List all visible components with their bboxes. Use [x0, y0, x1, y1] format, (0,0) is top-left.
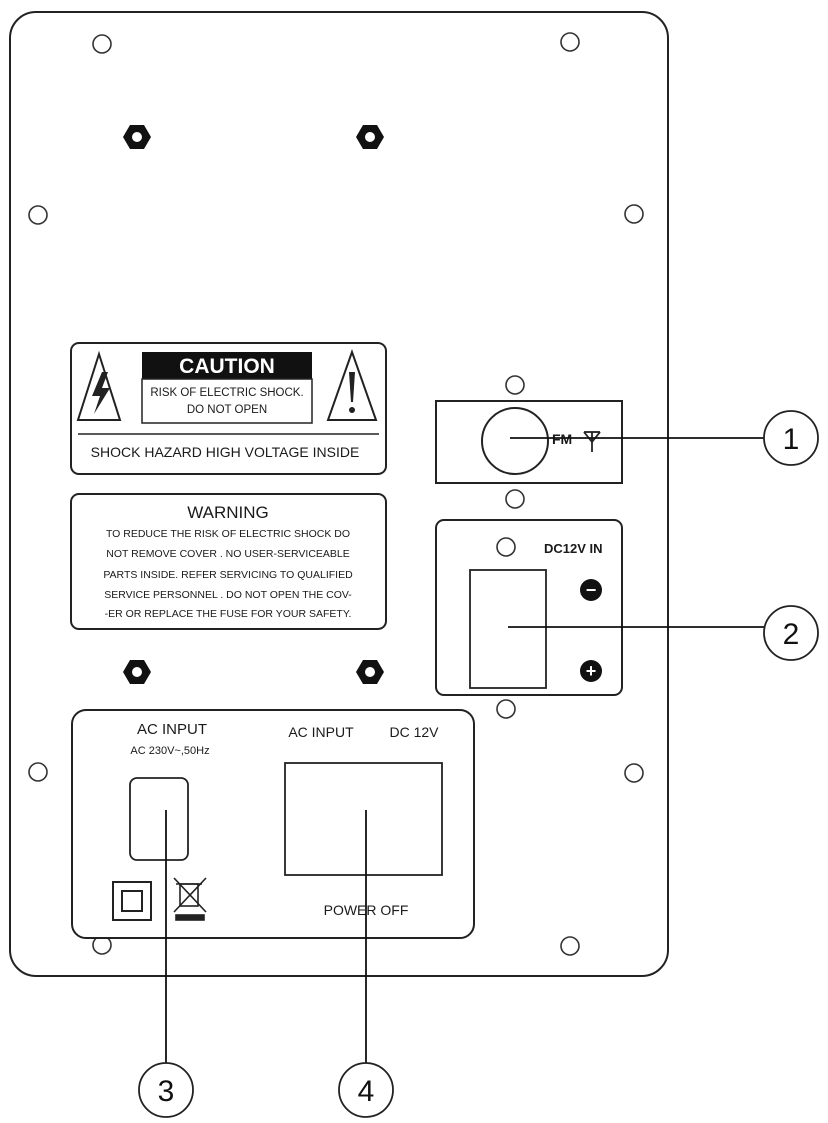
mounting-hole: [560, 32, 580, 52]
antenna-icon: [583, 431, 601, 452]
fm-antenna-jack[interactable]: [481, 407, 549, 475]
ac-input-title: AC INPUT: [137, 721, 207, 738]
callout-number: 3: [158, 1075, 175, 1108]
callout-number: 1: [783, 423, 800, 456]
hex-nut-icon: [123, 660, 151, 684]
power-switch[interactable]: [284, 762, 443, 876]
mounting-hole: [624, 204, 644, 224]
callout-4: 4: [338, 1062, 394, 1118]
hex-nuts: [123, 125, 384, 684]
callout-number: 4: [358, 1075, 375, 1108]
callout-3: 3: [138, 1062, 194, 1118]
power-module: AC INPUT AC 230V~,50Hz AC INPUT DC 12V P…: [71, 709, 475, 939]
callout-lines: [165, 437, 764, 1064]
switch-ac-label: AC INPUT: [288, 724, 354, 740]
dc-input-module: DC12V IN − +: [435, 519, 623, 719]
hex-nut-icon: [123, 125, 151, 149]
fm-label: FM: [552, 431, 572, 447]
plus-icon: [580, 660, 602, 682]
callout-2: 2: [763, 605, 819, 661]
mounting-hole: [560, 936, 580, 956]
plus-symbol: +: [586, 661, 597, 681]
warning-title: WARNING: [187, 503, 269, 522]
hex-nut-icon: [356, 125, 384, 149]
warning-label: WARNING TO REDUCE THE RISK OF ELECTRIC S…: [70, 493, 387, 630]
caution-footer: SHOCK HAZARD HIGH VOLTAGE INSIDE: [91, 444, 360, 460]
caution-title: CAUTION: [179, 355, 275, 378]
caution-text-line1: RISK OF ELECTRIC SHOCK.: [150, 387, 303, 399]
caution-title-bar: [142, 352, 312, 379]
double-insulation-icon: [112, 881, 152, 921]
mounting-holes: [28, 32, 644, 956]
callout-1: 1: [763, 410, 819, 466]
mounting-hole: [496, 699, 516, 719]
mounting-hole: [505, 375, 525, 395]
mounting-hole: [92, 34, 112, 54]
warning-text-line: NOT REMOVE COVER . NO USER-SERVICEABLE: [106, 548, 350, 560]
dc-input-label: DC12V IN: [544, 541, 603, 556]
warning-text-line: -ER OR REPLACE THE FUSE FOR YOUR SAFETY.: [105, 608, 352, 620]
hex-nut-icon: [356, 660, 384, 684]
fm-antenna-module: FM: [435, 375, 623, 509]
warning-text-line: SERVICE PERSONNEL . DO NOT OPEN THE COV-: [104, 589, 352, 601]
warning-text-line: TO REDUCE THE RISK OF ELECTRIC SHOCK DO: [106, 528, 350, 540]
ac-input-rating: AC 230V~,50Hz: [130, 745, 209, 757]
switch-dc-label: DC 12V: [389, 724, 439, 740]
caution-label: CAUTION RISK OF ELECTRIC SHOCK. DO NOT O…: [70, 342, 387, 475]
mounting-hole: [624, 763, 644, 783]
caution-text-line2: DO NOT OPEN: [187, 404, 267, 416]
ac-input-socket[interactable]: [129, 777, 189, 861]
mounting-hole: [28, 205, 48, 225]
dc-input-socket[interactable]: [469, 569, 547, 689]
mounting-hole: [505, 489, 525, 509]
mounting-hole: [496, 537, 516, 557]
exclamation-warning-icon: [326, 348, 378, 421]
minus-symbol: −: [586, 580, 597, 600]
mounting-hole: [28, 762, 48, 782]
electric-shock-warning-icon: [76, 350, 122, 421]
callout-number: 2: [783, 618, 800, 651]
warning-text-line: PARTS INSIDE. REFER SERVICING TO QUALIFI…: [103, 569, 353, 581]
minus-icon: [580, 579, 602, 601]
weee-bin-icon: [173, 877, 207, 921]
